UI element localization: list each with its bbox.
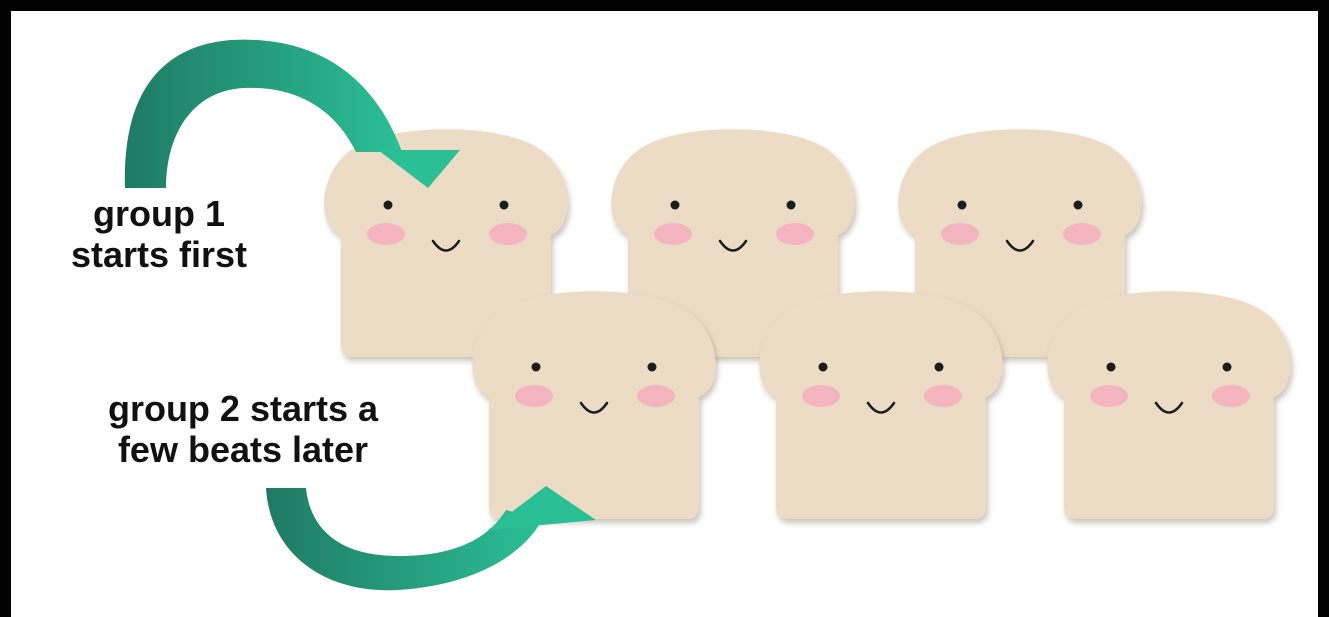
group1-label-line2: starts first xyxy=(28,234,290,275)
group2-bread-slice-2-icon xyxy=(759,291,1002,519)
group1-curved-arrow-icon xyxy=(125,40,460,188)
group1-label-line1: group 1 xyxy=(28,193,290,234)
group1-label: group 1 starts first xyxy=(28,193,290,276)
group2-label-line1: group 2 starts a xyxy=(58,388,428,429)
group2-label-line2: few beats later xyxy=(58,429,428,470)
group2-curved-arrow-icon xyxy=(266,486,596,590)
group2-bread-slice-3-icon xyxy=(1047,291,1290,519)
group2-label: group 2 starts a few beats later xyxy=(58,388,428,471)
group2-bread-slice-1-icon xyxy=(472,291,715,519)
group2-bread-row xyxy=(472,291,1290,519)
